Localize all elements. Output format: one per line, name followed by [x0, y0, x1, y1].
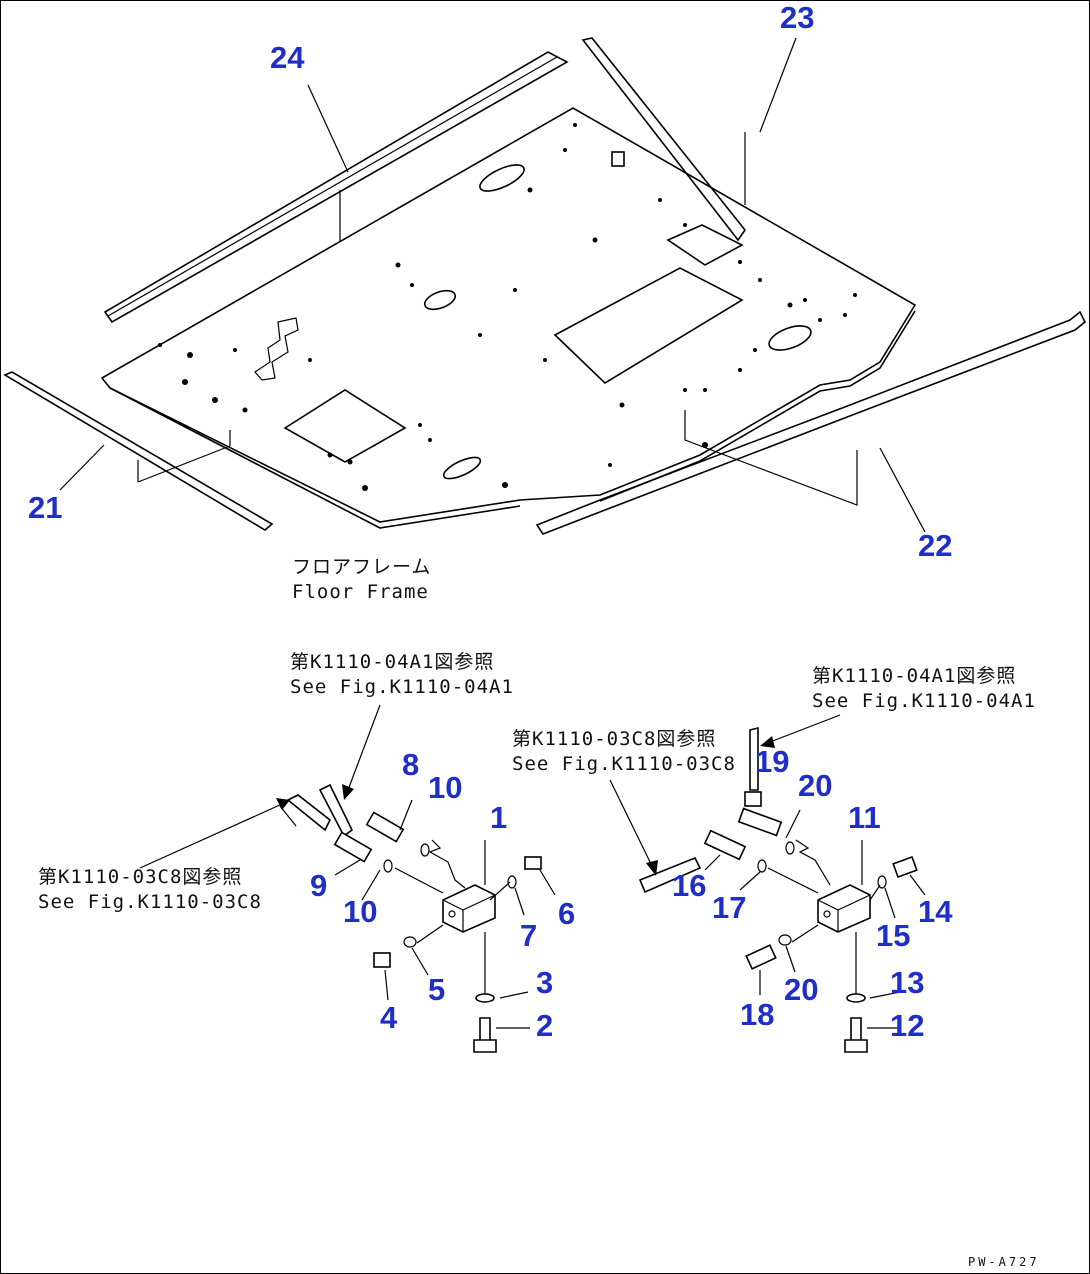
oval-cutout-rear — [479, 164, 525, 192]
bolt-12 — [844, 1017, 868, 1053]
square-cutout-rear — [666, 224, 744, 266]
stud-post — [611, 151, 625, 167]
callout-20-lower: 20 — [784, 972, 818, 1007]
leader-lines — [59, 37, 926, 533]
callout-1: 1 — [490, 800, 507, 835]
callout-10-upper: 10 — [428, 770, 462, 805]
callout-19: 19 — [755, 744, 789, 779]
ref-arrows-left — [139, 704, 381, 869]
plug-6 — [524, 856, 542, 870]
callout-9: 9 — [310, 868, 327, 903]
callout-24: 24 — [270, 40, 305, 75]
floor-frame-plate — [100, 107, 917, 529]
oval-cutout-right — [768, 325, 812, 351]
floor-frame-label-en: Floor Frame — [292, 581, 429, 603]
callout-22: 22 — [918, 528, 952, 563]
ref-note-right-en: See Fig.K1110-04A1 — [812, 690, 1036, 712]
fitting-8 — [365, 811, 405, 843]
hose-left-lower — [286, 794, 332, 832]
floor-frame-label-jp: フロアフレーム — [292, 556, 431, 578]
callout-21: 21 — [28, 490, 62, 525]
left-manifold-assembly — [279, 783, 556, 1053]
ref-note-left-bottom-jp: 第K1110-03C8図参照 — [38, 866, 242, 888]
callout-6: 6 — [558, 896, 575, 931]
o-ring-20b — [778, 934, 792, 946]
callout-7: 7 — [520, 918, 537, 953]
washer-3 — [475, 993, 495, 1003]
oval-cutout-mid — [423, 289, 457, 311]
plug-14 — [892, 855, 918, 879]
fitting-9 — [333, 831, 373, 863]
plug-4 — [373, 952, 391, 968]
bracket — [254, 317, 299, 381]
ref-note-mid-en: See Fig.K1110-03C8 — [512, 753, 736, 775]
o-ring-15 — [877, 875, 887, 889]
callout-20-upper: 20 — [798, 768, 832, 803]
o-ring-5 — [403, 936, 417, 948]
ref-note-left-top-en: See Fig.K1110-04A1 — [290, 676, 514, 698]
callout-13: 13 — [890, 965, 924, 1000]
hose-19 — [749, 726, 759, 791]
oval-cutout-front — [442, 456, 482, 480]
manifold-block-left — [442, 884, 496, 933]
o-ring-7 — [507, 875, 517, 889]
o-ring-10a — [420, 843, 430, 857]
callout-16: 16 — [672, 868, 706, 903]
ref-note-left-top-jp: 第K1110-04A1図参照 — [290, 651, 494, 673]
callout-12: 12 — [890, 1008, 924, 1043]
mounting-holes — [158, 123, 857, 491]
callout-15: 15 — [876, 918, 910, 953]
fitting-18 — [745, 944, 777, 970]
square-cutout-left — [283, 389, 407, 463]
bolt-2 — [473, 1017, 497, 1053]
callout-2: 2 — [536, 1008, 553, 1043]
pipe-16 — [638, 856, 702, 894]
seal-strip-22 — [535, 310, 1087, 535]
callout-8: 8 — [402, 747, 419, 782]
callout-3: 3 — [536, 965, 553, 1000]
callout-5: 5 — [428, 972, 445, 1007]
drawing-code: PW-A727 — [968, 1255, 1040, 1269]
o-ring-20a — [785, 841, 795, 855]
seal-strip-21 — [3, 371, 274, 531]
o-ring-10b — [383, 859, 393, 873]
manifold-block-right — [817, 884, 871, 933]
callout-14: 14 — [918, 894, 953, 929]
washer-13 — [846, 993, 866, 1003]
o-ring-17 — [757, 859, 767, 873]
callout-23: 23 — [780, 0, 814, 35]
callout-4: 4 — [380, 1000, 398, 1035]
hose-left-upper — [318, 783, 354, 838]
ref-note-mid-jp: 第K1110-03C8図参照 — [512, 728, 716, 750]
fitting-17 — [703, 829, 747, 861]
callout-17: 17 — [712, 890, 746, 925]
seal-strip-24 — [103, 51, 569, 324]
callout-11: 11 — [848, 800, 881, 835]
right-manifold-assembly — [638, 726, 926, 1053]
tee-fitting-19 — [737, 807, 783, 837]
callout-10-lower: 10 — [343, 894, 377, 929]
seal-strip-23 — [581, 37, 746, 242]
ref-arrows-right — [609, 714, 841, 876]
ref-note-right-jp: 第K1110-04A1図参照 — [812, 665, 1016, 687]
rect-cutout-center — [553, 267, 744, 385]
ref-note-left-bottom-en: See Fig.K1110-03C8 — [38, 891, 262, 913]
fitting-19-top — [744, 791, 762, 807]
callout-18: 18 — [740, 997, 774, 1032]
